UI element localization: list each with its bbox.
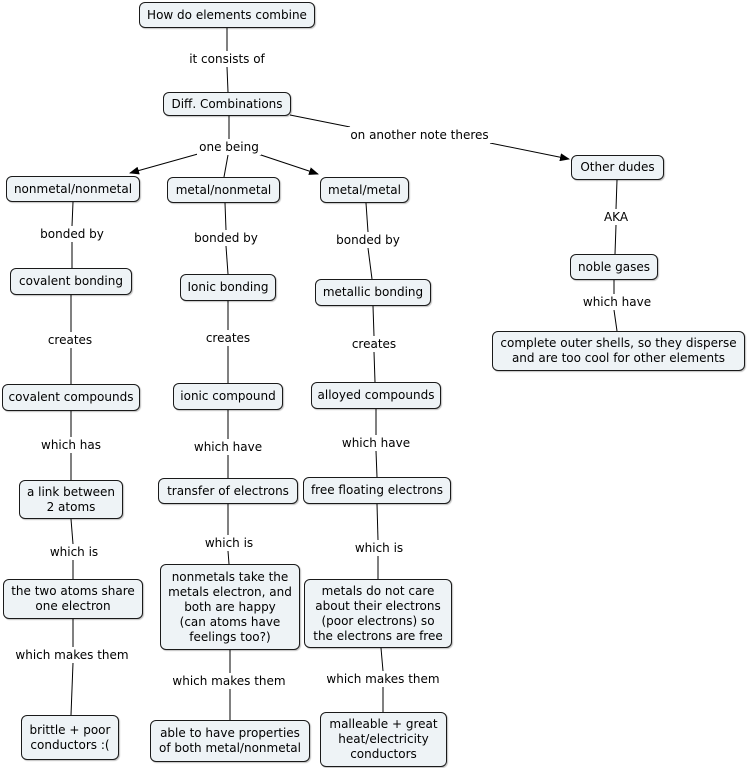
node-malleable-great-conductors[interactable]: malleable + great heat/electricity condu… — [320, 712, 447, 767]
connector-line — [373, 351, 376, 383]
node-metal-metal[interactable]: metal/metal — [320, 177, 409, 203]
link-label-which-makes-them-3: which makes them — [322, 671, 444, 687]
connector-line — [289, 114, 351, 128]
node-complete-outer-shells[interactable]: complete outer shells, so they disperse … — [492, 331, 745, 371]
connector-line — [613, 309, 618, 332]
node-alloyed-compounds[interactable]: alloyed compounds — [311, 382, 441, 409]
connector-line — [224, 202, 227, 231]
node-metals-do-not-care[interactable]: metals do not care about their electrons… — [304, 579, 452, 648]
link-label-it-consists-of: it consists of — [185, 51, 269, 67]
link-label-which-have-1: which have — [190, 439, 266, 455]
node-a-link-between-2-atoms[interactable]: a link between 2 atoms — [19, 480, 123, 519]
link-label-which-makes-them-1: which makes them — [11, 647, 133, 663]
node-properties-of-both[interactable]: able to have properties of both metal/no… — [150, 720, 310, 762]
link-label-aka: AKA — [600, 209, 632, 225]
connector-line — [365, 202, 369, 233]
connector-line — [615, 179, 618, 210]
node-metallic-bonding[interactable]: metallic bonding — [315, 279, 431, 306]
connector-line — [70, 662, 74, 716]
node-nonmetals-take-electron[interactable]: nonmetals take the metals electron, and … — [160, 564, 300, 650]
connector-arrow — [489, 142, 570, 162]
node-covalent-compounds[interactable]: covalent compounds — [2, 384, 140, 411]
node-ionic-bonding[interactable]: Ionic bonding — [180, 274, 276, 301]
connector-line — [614, 224, 617, 255]
link-label-which-has: which has — [37, 437, 105, 453]
link-label-one-being: one being — [197, 139, 261, 155]
node-brittle-poor-conductors[interactable]: brittle + poor conductors :( — [21, 715, 119, 760]
link-label-creates-2: creates — [202, 330, 254, 346]
connector-line — [71, 201, 74, 227]
connector-line — [372, 305, 375, 337]
link-label-which-is-1: which is — [44, 544, 104, 560]
node-covalent-bonding[interactable]: covalent bonding — [10, 268, 132, 295]
connector-arrow — [251, 151, 319, 175]
node-ionic-compound[interactable]: ionic compound — [173, 383, 283, 410]
connector-line — [375, 450, 378, 478]
connector-line — [225, 245, 229, 275]
link-label-which-is-2: which is — [199, 535, 259, 551]
node-metal-nonmetal[interactable]: metal/nonmetal — [167, 177, 280, 203]
node-diff-combinations[interactable]: Diff. Combinations — [163, 92, 291, 116]
connector-line — [226, 66, 229, 93]
link-label-which-is-3: which is — [349, 540, 409, 556]
node-how-do-elements-combine[interactable]: How do elements combine — [139, 2, 315, 28]
link-label-which-makes-them-2: which makes them — [168, 673, 290, 689]
link-label-bonded-by-2: bonded by — [190, 230, 262, 246]
link-label-bonded-by-3: bonded by — [332, 232, 404, 248]
link-label-on-another-note: on another note theres — [346, 127, 493, 143]
node-noble-gases[interactable]: noble gases — [570, 254, 658, 280]
connector-line — [227, 550, 230, 565]
connector-line — [223, 154, 229, 178]
node-two-atoms-share-electron[interactable]: the two atoms share one electron — [3, 579, 143, 619]
link-label-creates-3: creates — [348, 336, 400, 352]
node-transfer-of-electrons[interactable]: transfer of electrons — [158, 478, 298, 504]
connector-line — [367, 247, 373, 280]
connector-line — [380, 647, 384, 672]
node-other-dudes[interactable]: Other dudes — [571, 155, 664, 180]
link-label-creates-1: creates — [44, 332, 96, 348]
link-label-bonded-by-1: bonded by — [36, 226, 108, 242]
connector-line — [70, 518, 74, 545]
link-label-which-have-2: which have — [338, 435, 414, 451]
node-nonmetal-nonmetal[interactable]: nonmetal/nonmetal — [6, 176, 140, 202]
connector-line — [376, 503, 379, 541]
node-free-floating-electrons[interactable]: free floating electrons — [303, 477, 451, 504]
connector-arrow — [129, 151, 206, 175]
link-label-which-have-noble: which have — [579, 294, 655, 310]
